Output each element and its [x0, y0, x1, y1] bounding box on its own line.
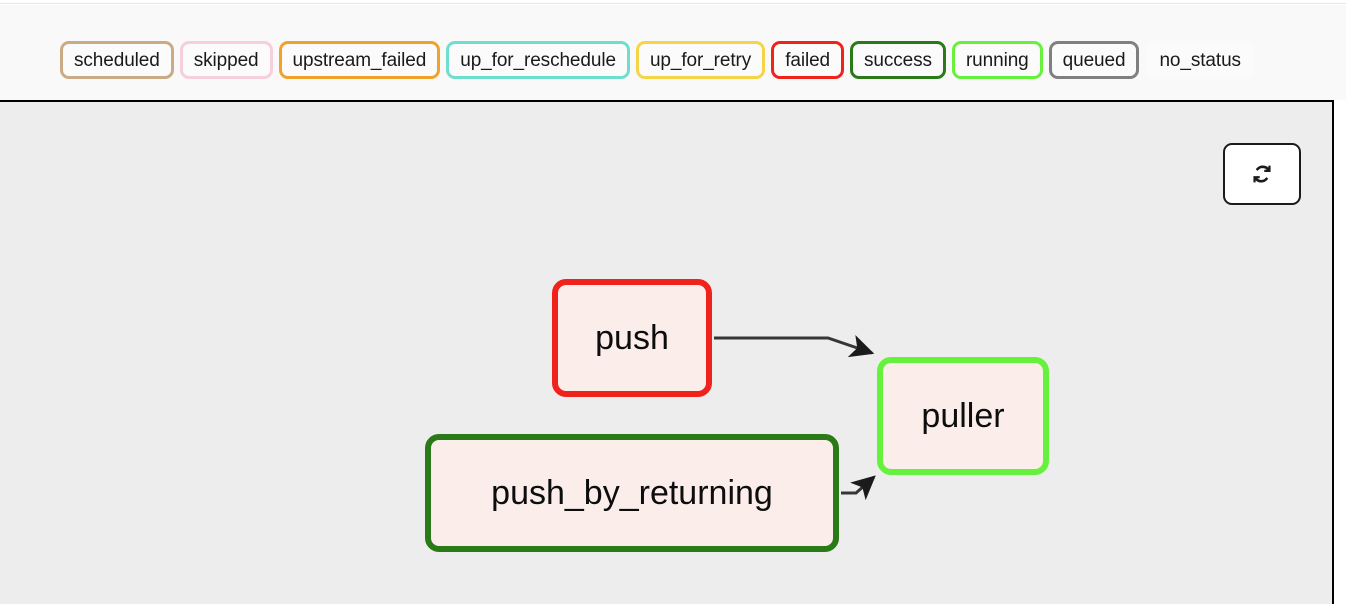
legend-item-label: failed [785, 49, 831, 71]
legend-item-success[interactable]: success [850, 41, 946, 79]
legend-item-label: running [965, 49, 1029, 71]
legend-item-label: up_for_reschedule [460, 49, 616, 71]
legend-item-failed[interactable]: failed [771, 41, 845, 79]
refresh-icon [1247, 159, 1277, 189]
graph-node-label: push [595, 319, 669, 357]
graph-node-puller[interactable]: puller [877, 357, 1049, 475]
legend-item-label: up_for_retry [649, 49, 752, 71]
legend-item-label: no_status [1159, 49, 1241, 71]
legend-item-label: queued [1062, 49, 1126, 71]
top-divider [0, 0, 1346, 4]
graph-node-push[interactable]: push [552, 279, 712, 397]
legend-item-scheduled[interactable]: scheduled [60, 41, 174, 79]
legend-item-label: upstream_failed [292, 49, 427, 71]
legend-item-label: skipped [193, 49, 259, 71]
status-legend-bar: scheduled skipped upstream_failed up_for_re… [0, 5, 1346, 100]
legend-item-up-for-retry[interactable]: up_for_retry [635, 41, 766, 79]
edge-push-to-puller [714, 334, 875, 358]
legend-item-no-status[interactable]: no_status [1145, 41, 1255, 79]
legend-item-label: success [864, 49, 932, 71]
legend-item-label: scheduled [74, 49, 160, 71]
legend-item-skipped[interactable]: skipped [179, 41, 273, 79]
graph-node-label: push_by_returning [491, 474, 773, 512]
legend-item-queued[interactable]: queued [1048, 41, 1140, 79]
graph-node-label: puller [921, 397, 1005, 435]
legend-item-upstream-failed[interactable]: upstream_failed [278, 41, 441, 79]
edge-push-by-returning-to-puller [841, 475, 876, 501]
graph-canvas[interactable]: push push_by_returning puller [0, 100, 1334, 604]
status-legend-list: scheduled skipped upstream_failed up_for_re… [60, 41, 1255, 79]
legend-item-running[interactable]: running [951, 41, 1043, 79]
refresh-button[interactable] [1223, 143, 1301, 205]
legend-item-up-for-reschedule[interactable]: up_for_reschedule [446, 41, 630, 79]
graph-node-push-by-returning[interactable]: push_by_returning [425, 434, 839, 552]
